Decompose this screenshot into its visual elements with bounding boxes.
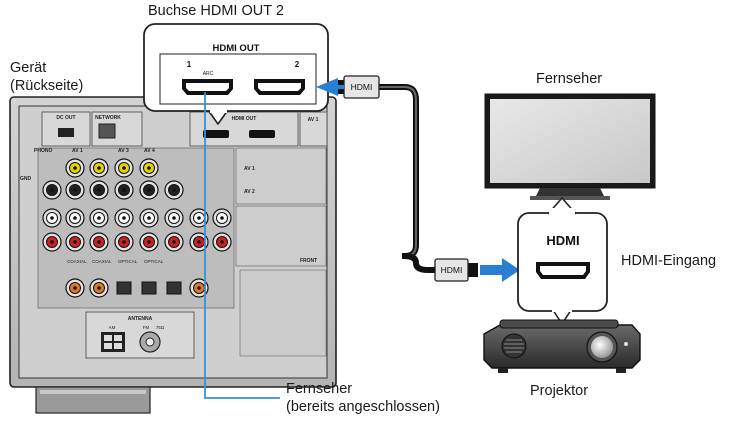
optical-jack [166, 281, 182, 295]
arrow-to-receiver [316, 78, 344, 96]
rca-jack-pin [97, 188, 101, 192]
av4-label: AV 4 [144, 148, 155, 154]
tv-label: Fernseher [536, 71, 603, 87]
rca-jack-pin [122, 216, 126, 220]
receiver-device: DC OUT NETWORK HDMI OUT AV 1 PHONO GND A… [9, 96, 337, 414]
fm-label: FM [143, 325, 150, 330]
front-label: FRONT [300, 258, 317, 264]
optical-jack [141, 281, 157, 295]
device-hdmi-out-block [189, 111, 299, 147]
rca-jack-pin [172, 188, 176, 192]
rca-jack-pin [122, 188, 126, 192]
projector-vent [501, 333, 527, 359]
rca-jack-pin [122, 240, 126, 244]
callout-port1-arc: ARC [203, 71, 214, 77]
rca-jack-pin [172, 216, 176, 220]
projector-hdmi-callout: HDMI [517, 197, 608, 325]
arrow-to-projector [480, 258, 520, 282]
rca-jack-pin [197, 240, 201, 244]
tv-stand [536, 188, 604, 196]
hdmi-input-label: HDMI-Eingang [621, 253, 717, 269]
coaxial-label-1: COAXIAL [67, 259, 87, 264]
rca-jack-pin [147, 188, 151, 192]
projector-icon [483, 319, 641, 373]
rca-jack-pin [73, 188, 77, 192]
dc-out-label: DC OUT [56, 115, 75, 121]
av1-side-label: AV 1 [308, 117, 319, 123]
am-label: AM [109, 325, 116, 330]
optical-jack [116, 281, 132, 295]
av1-comp-label: AV 1 [244, 166, 255, 172]
antenna-label: ANTENNA [128, 316, 153, 322]
device-hdmi-port-1 [203, 130, 229, 138]
rca-jack-pin [197, 216, 201, 220]
rca-jack-pin [97, 286, 101, 290]
plug-label-top: HDMI [351, 82, 373, 92]
device-hdmi-out-label: HDMI OUT [232, 116, 257, 122]
rca-jack-pin [147, 166, 151, 170]
callout-port2-number: 2 [295, 60, 300, 69]
gnd-label: GND [20, 176, 32, 182]
callout-title: Buchse HDMI OUT 2 [148, 3, 284, 19]
device-label-line2: (Rückseite) [10, 78, 84, 94]
rca-jack-pin [50, 188, 54, 192]
rca-jack-pin [73, 166, 77, 170]
usb-port [58, 128, 74, 137]
hdmi-out-callout: HDMI OUT 1 2 ARC [143, 23, 329, 125]
av3-label: AV 3 [118, 148, 129, 154]
rca-jack-pin [97, 166, 101, 170]
rca-jack-pin [73, 216, 77, 220]
callout-port1-number: 1 [187, 60, 192, 69]
optical-label-2: OPTICAL [144, 259, 164, 264]
existing-tv-label-line1: Fernseher [286, 381, 353, 397]
callout-heading: HDMI OUT [213, 43, 260, 54]
device-label-line1: Gerät [10, 60, 47, 76]
rca-jack-pin [73, 286, 77, 290]
rca-jack-pin [172, 240, 176, 244]
existing-tv-connection-line [204, 92, 280, 399]
device-hdmi-port-2 [249, 130, 275, 138]
phono-label: PHONO [34, 148, 52, 154]
fm-ohm-label: 75Ω [156, 325, 165, 330]
rca-jack-pin [147, 240, 151, 244]
plug-tip-bottom [468, 263, 478, 277]
tv-icon [484, 93, 656, 200]
rca-jack-pin [50, 216, 54, 220]
rca-jack-pin [50, 240, 54, 244]
rca-jack-pin [197, 286, 201, 290]
projector-callout-heading: HDMI [546, 233, 579, 248]
av2-comp-label: AV 2 [244, 189, 255, 195]
network-label: NETWORK [95, 115, 121, 121]
av1-label: AV 1 [72, 148, 83, 154]
rca-jack-pin [97, 216, 101, 220]
rca-jack-pin [97, 240, 101, 244]
rca-jack-pin [220, 216, 224, 220]
rca-jack-pin [122, 166, 126, 170]
hdmi-cable: HDMI HDMI [334, 75, 478, 282]
projector-label: Projektor [530, 383, 589, 399]
rca-jack-pin [147, 216, 151, 220]
optical-label-1: OPTICAL [118, 259, 138, 264]
rca-jack-pin [73, 240, 77, 244]
existing-tv-label-line2: (bereits angeschlossen) [286, 399, 440, 415]
network-port [98, 123, 116, 139]
plug-label-bottom: HDMI [441, 265, 463, 275]
rca-jack-pin [220, 240, 224, 244]
coaxial-label-2: COAXIAL [92, 259, 112, 264]
